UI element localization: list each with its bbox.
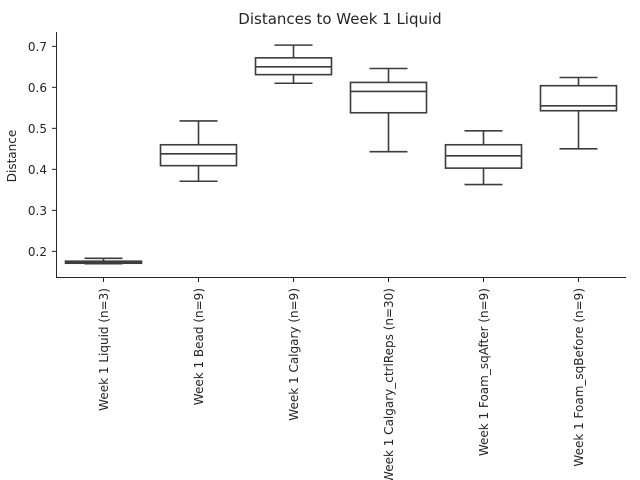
box-5: [444, 130, 523, 186]
y-tick-label: 0.7: [28, 40, 47, 54]
y-tick-label: 0.6: [28, 81, 47, 95]
chart-title: Distances to Week 1 Liquid: [238, 10, 441, 28]
box-2: [159, 120, 238, 183]
plot-area: [64, 44, 618, 265]
y-axis-label: Distance: [5, 130, 19, 182]
box-iqr: [349, 81, 428, 114]
y-tick-label: 0.3: [28, 204, 47, 218]
box-iqr: [159, 143, 238, 167]
x-tick-label: Week 1 Foam_sqAfter (n=9): [477, 288, 491, 456]
x-tick-label: Week 1 Calgary (n=9): [287, 288, 301, 421]
y-tick-label: 0.5: [28, 122, 47, 136]
box-iqr: [539, 84, 618, 112]
x-tick-label: Week 1 Bead (n=9): [192, 288, 206, 405]
y-tick-label: 0.2: [28, 245, 47, 259]
box-1: [64, 257, 143, 265]
box-4: [349, 67, 428, 153]
x-tick-label: Week 1 Foam_sqBefore (n=9): [572, 288, 586, 467]
x-tick-label: Week 1 Calgary_ctrlReps (n=30): [382, 288, 396, 480]
y-tick-label: 0.4: [28, 163, 47, 177]
box-6: [539, 76, 618, 150]
x-tick-label: Week 1 Liquid (n=3): [97, 288, 111, 411]
box-3: [254, 44, 333, 85]
